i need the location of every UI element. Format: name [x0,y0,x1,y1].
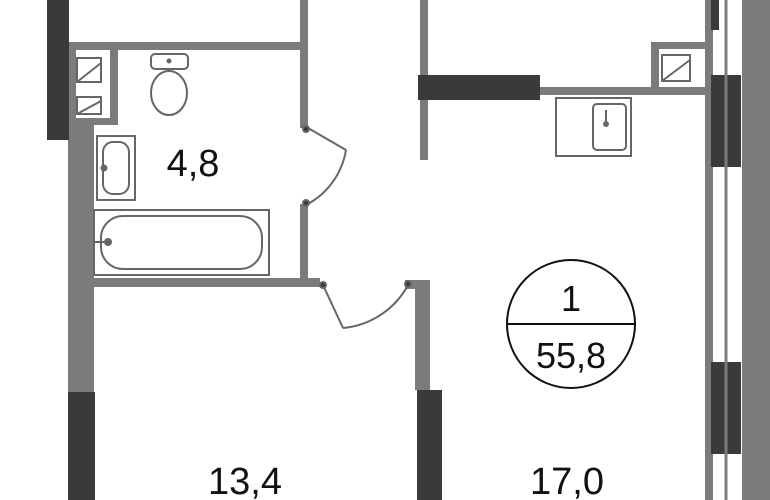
shaft-wall-left-inner [68,50,76,125]
bathroom-wall-bottom [94,278,320,287]
partition-top-stub [405,280,430,289]
toilet-icon [150,53,189,116]
bedroom-door [319,280,412,329]
shaft-wall-left-right [110,50,118,125]
apartment-badge: 1 55,8 [506,259,636,389]
room-area-bedroom: 13,4 [208,461,282,500]
partition-wall-upper [415,280,430,390]
shaft-wall-left-bottom [68,118,118,125]
bathroom-wall-upper-stub [300,0,308,50]
room-area-living-kitchen: 17,0 [530,461,604,500]
shaft-left-bottom [76,96,102,115]
bathroom-wall-right-lower [300,204,308,282]
partition-dark-bottom [417,390,442,500]
outer-wall-right-grey [705,0,713,500]
dark-walls [47,0,741,500]
outer-wall-right-grey-2 [742,0,770,500]
outer-wall-right-dark-1 [711,0,719,30]
bathroom-wall-right-upper [300,50,308,128]
shaft-left-top [76,57,102,83]
ventilation-shaft-icon [76,54,691,115]
total-area: 55,8 [536,335,606,376]
kitchen-wall-dark [418,75,540,100]
bathtub-icon [93,209,270,276]
outer-wall-left-dark-bottom [68,392,95,500]
rooms-count: 1 [561,278,581,319]
kitchen-sink-icon [555,97,632,157]
outer-wall-left-dark-top [47,0,69,140]
shaft-right [661,54,691,82]
shaft-wall-right-left [651,42,659,87]
shaft-wall-right-top [651,42,711,49]
walls [68,0,770,500]
bathroom-wall-top [68,42,308,50]
bathroom-door [302,125,347,207]
room-area-bathroom: 4,8 [167,143,220,185]
kitchen-wall [538,87,710,95]
washbasin-icon [96,135,136,201]
